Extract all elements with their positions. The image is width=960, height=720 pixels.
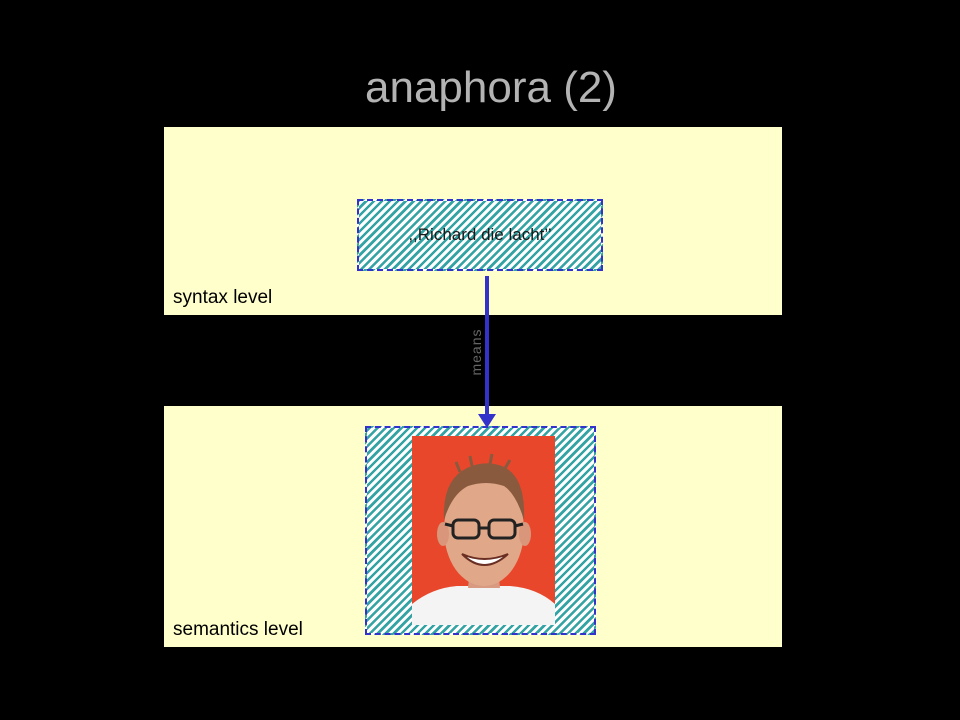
- syntax-level-panel: ,,Richard die lacht’’ syntax level: [164, 127, 782, 315]
- means-arrow: [478, 276, 496, 428]
- semantics-level-label: semantics level: [173, 619, 303, 640]
- means-label: means: [468, 328, 484, 376]
- slide-title: anaphora (2): [365, 63, 617, 112]
- person-photo-illustration: [412, 436, 555, 625]
- referent-box: [365, 426, 596, 635]
- phrase-text: ,,Richard die lacht’’: [408, 225, 552, 244]
- semantics-level-panel: semantics level: [164, 406, 782, 647]
- syntax-level-label: syntax level: [173, 287, 273, 308]
- person-photo: [412, 436, 555, 625]
- phrase-box: ,,Richard die lacht’’: [357, 199, 603, 271]
